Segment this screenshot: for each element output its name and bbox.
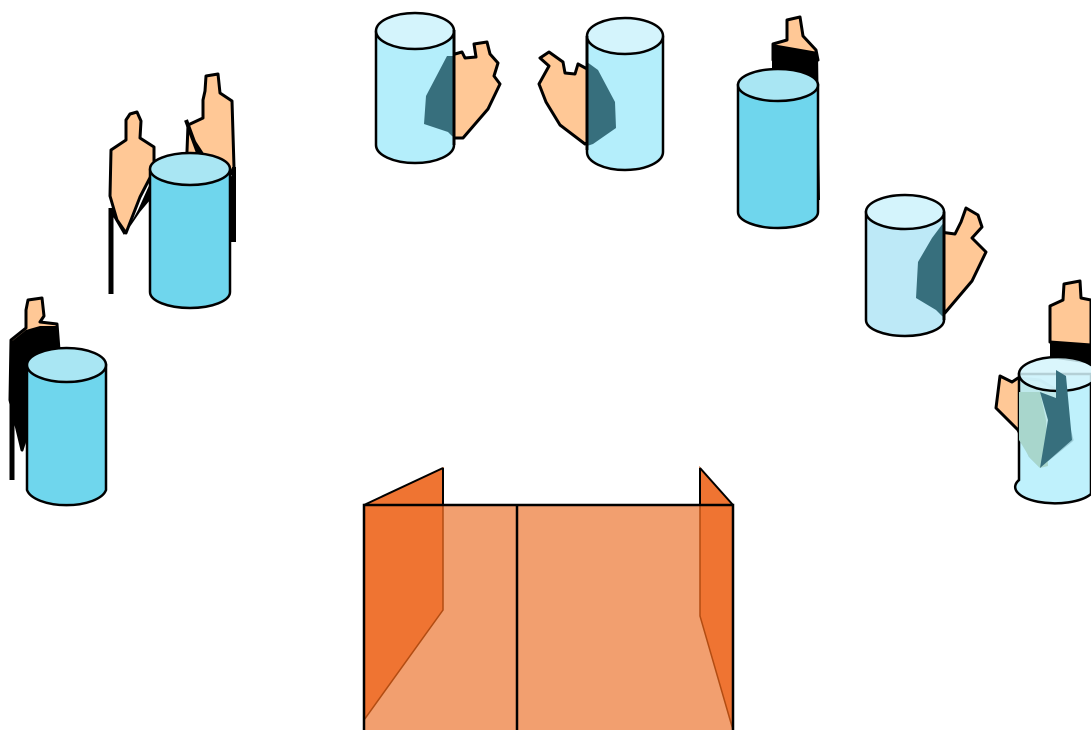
target-near-left xyxy=(8,296,108,507)
shooting-booth xyxy=(362,466,735,730)
target-near-right xyxy=(994,279,1091,505)
cylinder-transparent xyxy=(374,11,456,165)
cylinder-transparent xyxy=(585,16,665,172)
target-front-right-transparent xyxy=(537,16,665,172)
target-right-transparent xyxy=(864,193,988,338)
booth-floor xyxy=(364,505,733,730)
cylinder-transparent xyxy=(864,193,946,338)
cylinder-cover xyxy=(736,67,820,230)
silhouette-target-icon xyxy=(443,40,502,140)
cylinder-cover xyxy=(25,346,108,507)
target-right-behind-cylinder xyxy=(736,15,820,230)
cylinder-cover xyxy=(148,151,232,310)
cylinder-transparent xyxy=(1013,355,1091,505)
silhouette-target-icon xyxy=(1048,279,1091,364)
target-pair-far-left xyxy=(108,72,236,310)
silhouette-target-icon xyxy=(938,206,988,316)
target-front-left-transparent xyxy=(374,11,502,165)
